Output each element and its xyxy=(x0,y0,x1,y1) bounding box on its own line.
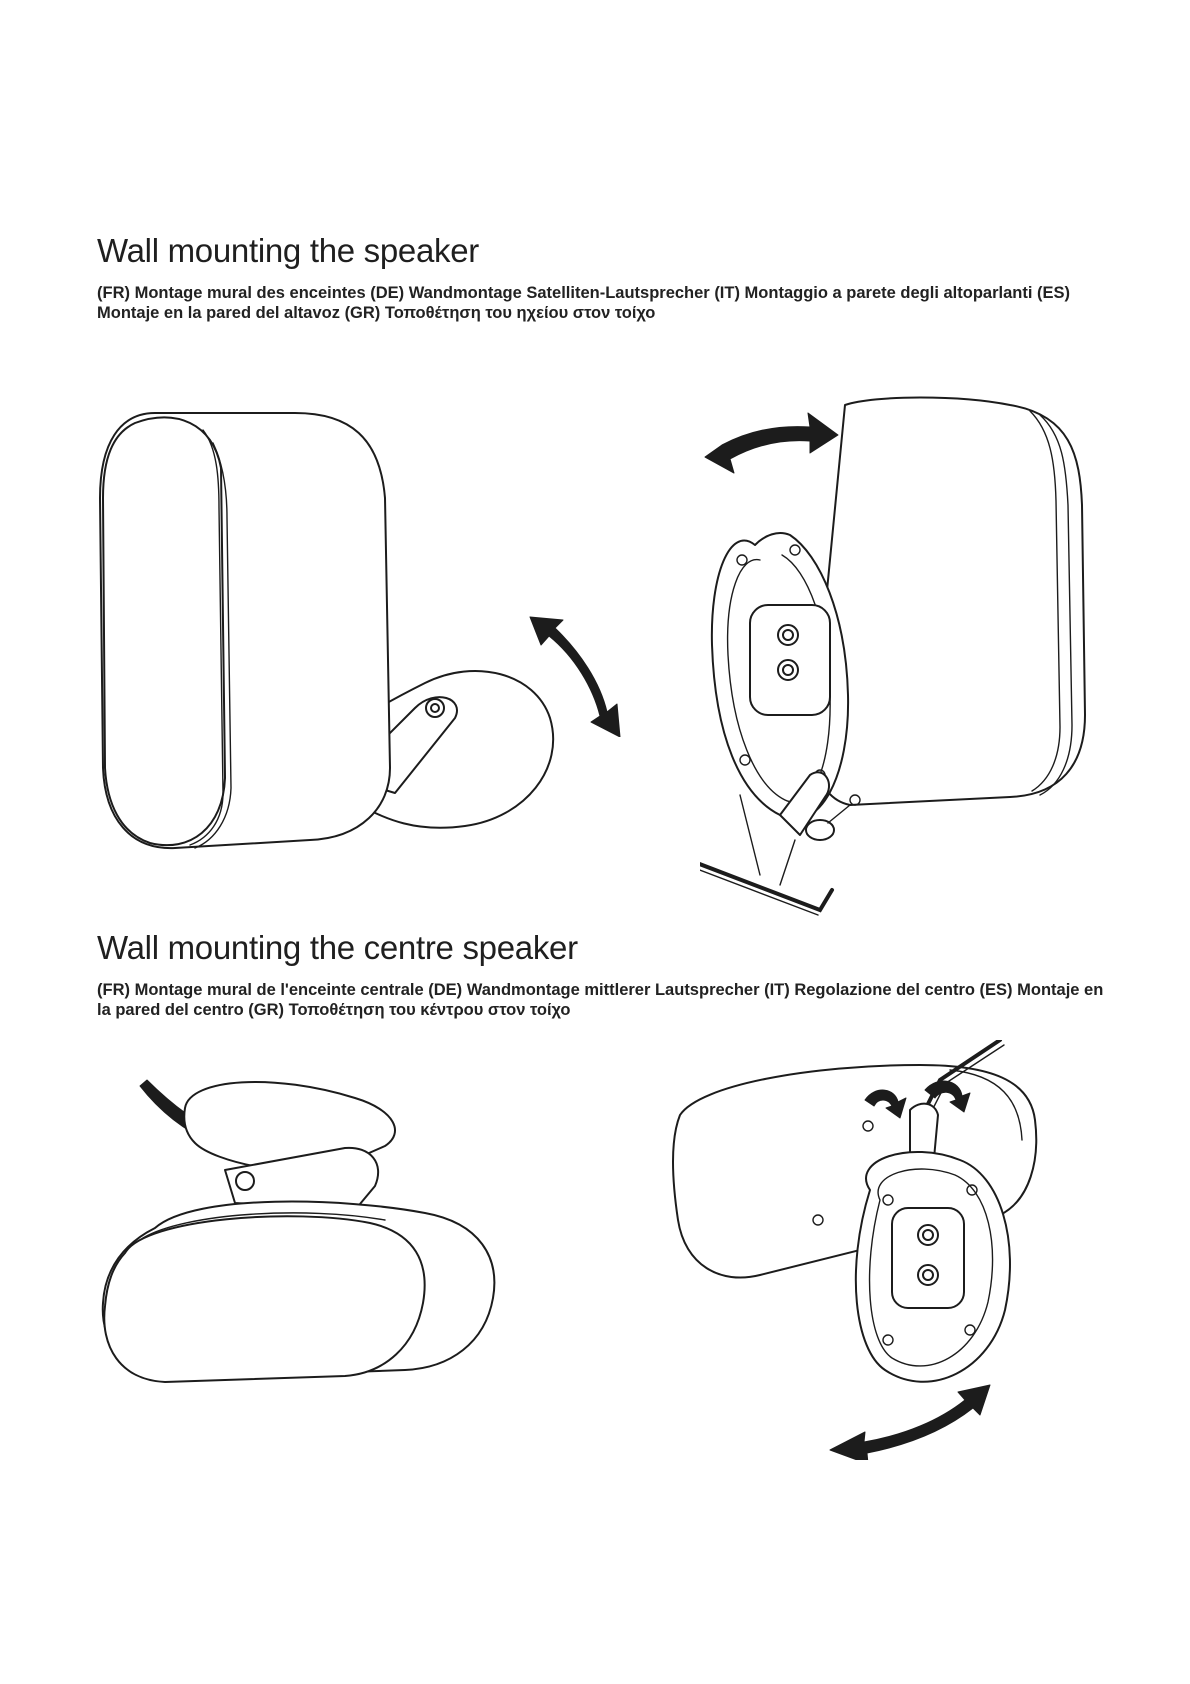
satellite-speaker-bracket-figure xyxy=(95,408,635,878)
speaker-cabinet xyxy=(811,396,1086,806)
rotate-arrow-icon xyxy=(829,1384,991,1460)
speaker-front-grille xyxy=(103,1215,426,1383)
section-subtitle-translations-speaker: (FR) Montage mural des enceintes (DE) Wa… xyxy=(97,284,1071,322)
section-title-wall-mounting-centre: Wall mounting the centre speaker xyxy=(97,929,578,966)
rotate-arrow-icon xyxy=(525,612,635,737)
section-title-wall-mounting-speaker: Wall mounting the speaker xyxy=(97,232,479,269)
centre-speaker-rear-figure xyxy=(670,1040,1100,1460)
screw-icon xyxy=(805,794,861,841)
section-subtitle-translations-centre: (FR) Montage mural de l'enceinte central… xyxy=(97,981,1104,1019)
speaker-front-grille xyxy=(102,416,226,847)
allen-key-icon xyxy=(700,862,834,916)
terminal-panel xyxy=(891,1207,965,1309)
rotate-arrow-icon xyxy=(704,412,839,474)
centre-speaker-bracket-figure xyxy=(95,1078,535,1438)
bracket-arm xyxy=(224,1146,380,1211)
satellite-speaker-rear-figure xyxy=(700,395,1110,935)
